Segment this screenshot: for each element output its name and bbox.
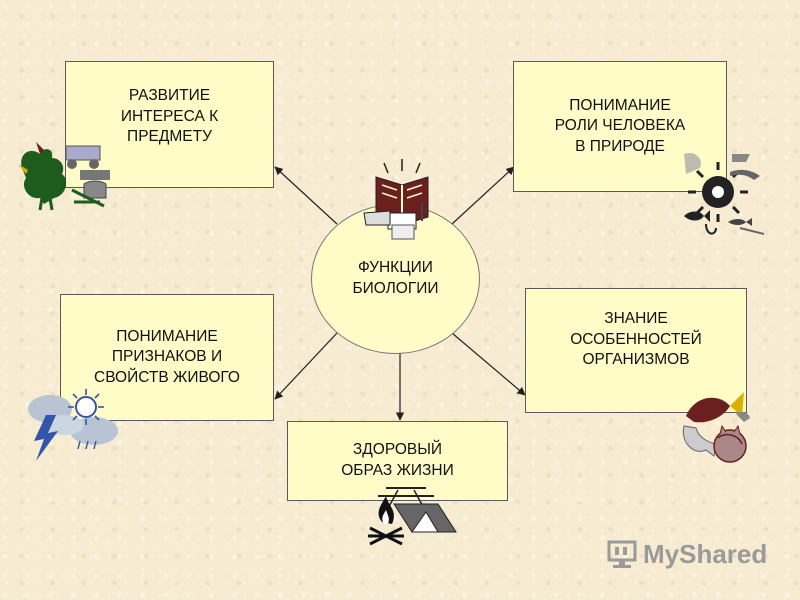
arrow-to-top-left [274,166,338,225]
watermark-logo: MyShared [607,537,767,571]
center-node: ФУНКЦИИ БИОЛОГИИ [311,204,480,354]
box-human-role: ПОНИМАНИЕ РОЛИ ЧЕЛОВЕКА В ПРИРОДЕ [513,61,727,192]
watermark-text: MyShared [643,538,768,569]
arrow-to-top-right [451,166,515,225]
box-organism-features: ЗНАНИЕ ОСОБЕННОСТЕЙ ОРГАНИЗМОВ [525,288,747,413]
arrow-to-mid-left [274,332,338,400]
box-human-role-label: ПОНИМАНИЕ РОЛИ ЧЕЛОВЕКА В ПРИРОДЕ [554,96,686,155]
box-living-properties-label: ПОНИМАНИЕ ПРИЗНАКОВ И СВОЙСТВ ЖИВОГО [94,327,240,386]
box-healthy-lifestyle: ЗДОРОВЫЙ ОБРАЗ ЖИЗНИ [287,421,508,501]
box-interest-development-label: РАЗВИТИЕ ИНТЕРЕСА К ПРЕДМЕТУ [120,87,219,146]
logo-mark-icon [607,540,637,568]
box-living-properties: ПОНИМАНИЕ ПРИЗНАКОВ И СВОЙСТВ ЖИВОГО [60,294,274,421]
center-node-label: ФУНКЦИИ БИОЛОГИИ [352,259,439,297]
box-interest-development: РАЗВИТИЕ ИНТЕРЕСА К ПРЕДМЕТУ [65,61,274,188]
arrow-to-mid-right [451,332,526,396]
box-healthy-lifestyle-label: ЗДОРОВЫЙ ОБРАЗ ЖИЗНИ [341,441,454,479]
box-organism-features-label: ЗНАНИЕ ОСОБЕННОСТЕЙ ОРГАНИЗМОВ [570,310,702,369]
